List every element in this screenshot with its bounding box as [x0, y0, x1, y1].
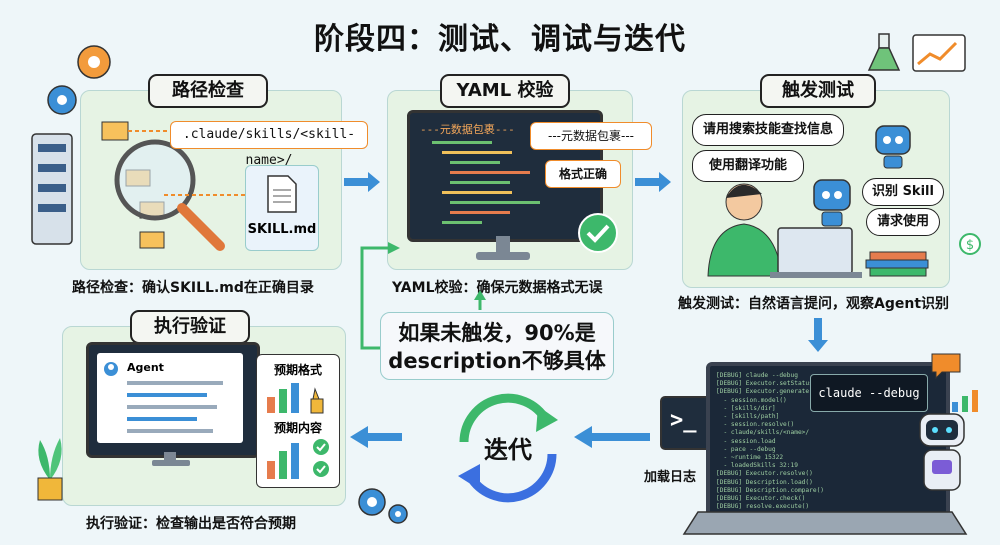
debug-command: claude --debug — [810, 374, 928, 412]
yaml-caption: YAML校验：确保元数据格式无误 — [392, 280, 603, 296]
robot-debug-icon — [919, 413, 965, 491]
flask-icon — [867, 33, 901, 71]
monitor-stand — [476, 236, 530, 260]
path-check-title: 路径检查 — [148, 74, 268, 108]
folder-tree-illustration — [101, 121, 248, 251]
skill-file-card: SKILL.md — [245, 165, 319, 251]
person-laptop-illustration — [707, 183, 929, 278]
debug-log-line: - session.model() — [716, 396, 787, 404]
plant-icon — [37, 438, 63, 501]
iterate-label: 迭代 — [484, 436, 532, 464]
gear-icon — [47, 45, 111, 115]
bar-chart-check-icon — [267, 439, 329, 479]
expectation-card: 预期格式 预期内容 — [256, 354, 340, 488]
avatar-icon — [104, 362, 118, 376]
debug-log-line: - [skills/dir] — [716, 404, 776, 412]
debug-log-line: [DEBUG] Description.load() — [716, 478, 813, 486]
arrow-left-icon — [574, 426, 650, 448]
skill-file-label: SKILL.md — [247, 222, 317, 237]
page-title: 阶段四：测试、调试与迭代 — [314, 22, 686, 57]
yaml-title: YAML 校验 — [440, 74, 570, 108]
debug-log-line: [DEBUG] claude --debug — [716, 372, 798, 379]
dollar-icon: $ — [959, 233, 981, 255]
note-line-2: description不够具体 — [388, 349, 606, 373]
monitor-stand — [152, 452, 190, 466]
debug-log-line: - session.resolve() — [716, 421, 795, 429]
trigger-title: 触发测试 — [760, 74, 876, 108]
debug-log-line: [DEBUG] Description.compare() — [716, 486, 825, 494]
exec-monitor: Agent — [86, 342, 260, 458]
debug-log-line: [DEBUG] Executor.resolve() — [716, 470, 813, 478]
debug-log-line: [DEBUG] Executor.generate — [716, 388, 810, 396]
debug-log-line: - loadedSkills 32:19 — [716, 462, 798, 470]
debug-log-line: - session.load — [716, 437, 776, 445]
query-bubble-2: 使用翻译功能 — [692, 150, 804, 182]
path-check-caption: 路径检查：确认SKILL.md在正确目录 — [72, 280, 314, 296]
exec-caption: 执行验证：检查输出是否符合预期 — [86, 516, 296, 532]
check-circle-icon — [578, 213, 618, 253]
expected-format-label: 预期格式 — [273, 363, 322, 377]
debug-log-line: - claude/skills/<name>/ — [716, 429, 810, 437]
output-lines — [127, 381, 223, 433]
yaml-tag-format: 格式正确 — [545, 160, 621, 188]
debug-laptop-screen: [DEBUG] claude --debug[DEBUG] Executor.s… — [706, 362, 950, 520]
debug-log-line: - [skills/path] — [716, 413, 780, 421]
bar-chart-icon — [267, 383, 324, 414]
arrow-left-icon — [350, 426, 402, 448]
yaml-screen-header: ---元数据包裹--- — [420, 123, 515, 136]
debug-log-line: [DEBUG] Executor.setStatus — [716, 380, 813, 388]
debug-log-line: - ~runtime 15322 — [716, 454, 784, 462]
agent-label: Agent — [127, 361, 164, 374]
server-icon — [31, 133, 73, 245]
trigger-caption: 触发测试：自然语言提问，观察Agent识别 — [678, 296, 950, 312]
laptop-base — [682, 511, 968, 535]
gear-icon — [358, 488, 408, 524]
trigger-note-box: 如果未触发，90%是 description不够具体 — [380, 312, 614, 380]
expected-content-label: 预期内容 — [273, 421, 322, 435]
robot-icon — [875, 125, 911, 169]
bar-chart-small-icon — [952, 390, 978, 412]
log-label: 加载日志 — [644, 470, 697, 485]
debug-log-line: - pace --debug — [716, 445, 776, 453]
debug-log-line: [DEBUG] Executor.check() — [716, 495, 806, 503]
debug-log: [DEBUG] claude --debug[DEBUG] Executor.s… — [716, 372, 942, 511]
query-bubble-1: 请用搜索技能查找信息 — [692, 114, 844, 146]
document-icon — [267, 175, 297, 213]
terminal-prompt: >_ — [670, 408, 697, 433]
robot-bubble-request: 请求使用 — [866, 208, 940, 236]
robot-bubble-recognize: 识别 Skill — [862, 178, 944, 206]
debug-log-line: [DEBUG] resolve.execute() — [716, 503, 810, 511]
robot-icon-small — [813, 179, 851, 227]
skill-path-label: .claude/skills/<skill-name>/ — [170, 121, 368, 168]
arrow-right-icon — [344, 172, 380, 192]
arrow-down-icon — [808, 318, 828, 352]
feedback-arrow-icon — [360, 242, 486, 350]
yaml-tag-meta: ---元数据包裹--- — [530, 122, 652, 150]
cycle-arrows-icon — [458, 393, 558, 503]
exec-title: 执行验证 — [130, 310, 250, 344]
arrow-right-icon — [635, 172, 671, 192]
note-line-1: 如果未触发，90%是 — [398, 321, 596, 345]
code-lines — [432, 141, 540, 224]
svg-text:$: $ — [966, 238, 974, 253]
growth-chart-icon — [912, 34, 966, 72]
chat-icon — [931, 353, 961, 380]
